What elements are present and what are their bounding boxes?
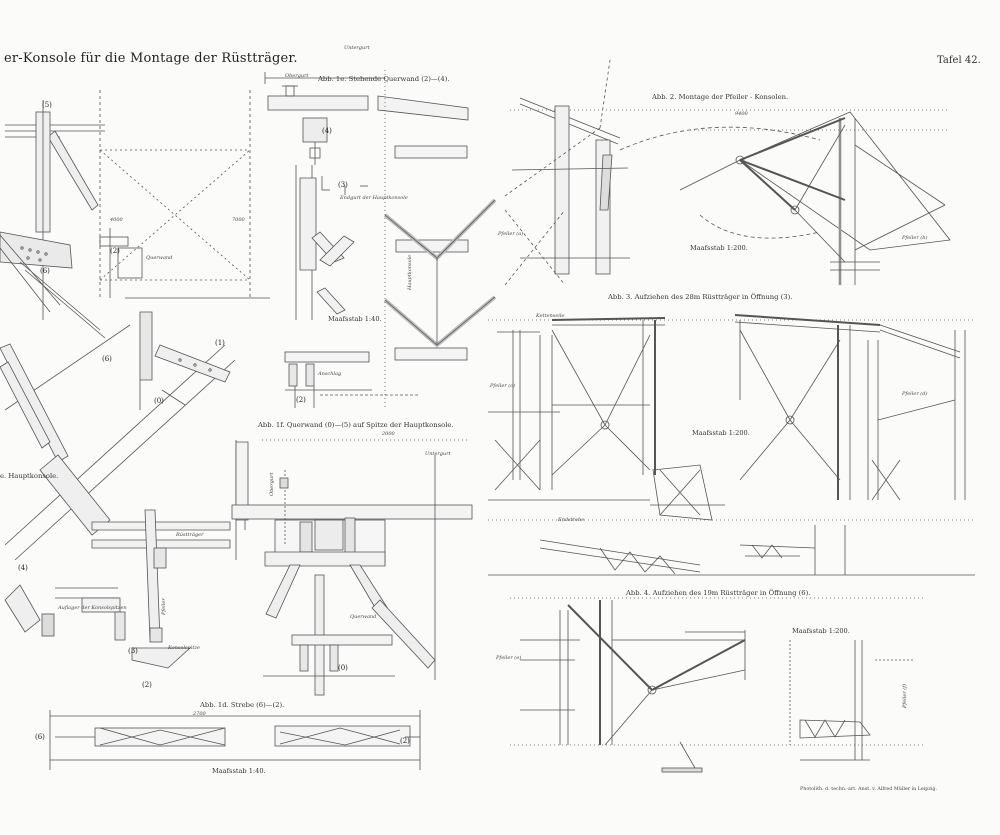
label-pfeiler: Pfeiler [161,598,167,615]
label-querwand-b: Querwand [350,614,377,620]
node-3: (3) [338,181,348,189]
label-hauptkonsole: e. Hauptkonsole. [0,472,59,480]
caption-abb-2: Abb. 2. Montage der Pfeiler - Konsolen. [652,93,789,101]
node-4-b: (4) [18,564,28,572]
label-pfeiler-fig4b: Pfeiler (f) [902,683,908,708]
node-1: (1) [215,339,225,347]
label-anschlag: Anschlag [318,371,342,377]
dim-2700: 2700 [193,711,206,717]
caption-abb-1f: Abb. 1f. Querwand (0)—(5) auf Spitze der… [258,421,454,429]
abb-3-drawing [488,314,975,576]
node-2: (2) [296,396,306,404]
abb-1d-drawing [49,710,421,770]
label-untergurt-top: Untergurt [344,45,370,51]
label-pfeiler-fig3: Pfeiler (c) [490,383,516,389]
node-2-b: (2) [400,737,410,745]
label-pfeiler-fig2: Pfeiler (a) [498,231,524,237]
main-console-elevation [0,90,270,633]
node-0-b: (0) [338,664,348,672]
scale-fig4: Maafsstab 1:200. [792,627,850,635]
dim-9400: 9400 [735,111,748,117]
label-untergurt-f: Untergurt [425,451,451,457]
label-obergurt-f: Obergurt [269,472,275,496]
abb-4-drawing [510,597,925,773]
abb-2-drawing [504,59,951,286]
label-hauptkonsole-rot: Hauptkonsole [407,254,413,290]
label-pfeiler-fig2b: Pfeiler (b) [902,235,928,241]
caption-abb-4: Abb. 4. Aufziehen des 19m Rüstträger in … [626,589,811,597]
label-kettenseile: Kettenseile [536,313,565,319]
label-pfeiler-fig4: Pfeiler (e) [496,655,522,661]
caption-abb-3: Abb. 3. Aufziehen des 28m Rüstträger in … [608,293,793,301]
label-endgurt: Endgurt der Hauptkonsole [340,195,408,201]
lithographer-imprint: Photolith. d. techn.-art. Anst. v. Alfre… [800,787,938,792]
node-6-c: (6) [102,355,112,363]
node-2-c: (2) [142,681,152,689]
node-2-d: (2) [110,247,120,255]
scale-1-40-top: Maafsstab 1:40. [328,315,382,323]
konsolspitze-detail [41,509,231,669]
node-5: (5) [42,101,52,109]
label-rusttrager: Rüstträger [176,532,204,538]
label-pfeiler-fig3b: Pfeiler (d) [902,391,928,397]
dim-7000: 7000 [232,217,245,223]
node-3-b: (3) [128,647,138,655]
caption-abb-1e: Abb. 1e. Stehende Querwand (2)—(4). [318,75,450,83]
node-6-b: (6) [35,733,45,741]
scale-1-40-bottom: Maafsstab 1:40. [212,767,266,775]
scale-fig3: Maafsstab 1:200. [692,429,750,437]
node-6-a: (6) [40,267,50,275]
label-auflager: Auflager der Konsolspitzen [58,605,127,611]
dim-4000: 4000 [110,217,123,223]
label-obergurt-top: Obergurt [285,73,309,79]
dim-2000: 2000 [382,431,395,437]
scale-fig2: Maafsstab 1:200. [690,244,748,252]
caption-abb-1d: Abb. 1d. Strebe (6)—(2). [200,701,285,709]
label-querwand-a: Querwand [146,255,173,261]
plate-title: er-Konsole für die Montage der Rüstträge… [4,51,298,66]
node-4: (4) [322,127,332,135]
node-0: (0) [154,397,164,405]
plate-number: Tafel 42. [937,55,981,66]
label-endstrebe: Endstrebe [558,517,585,523]
abb-1f-drawing [231,439,473,696]
abb-1e-drawing [264,70,497,410]
label-konsolspitze: Konsolspitze [168,645,200,651]
